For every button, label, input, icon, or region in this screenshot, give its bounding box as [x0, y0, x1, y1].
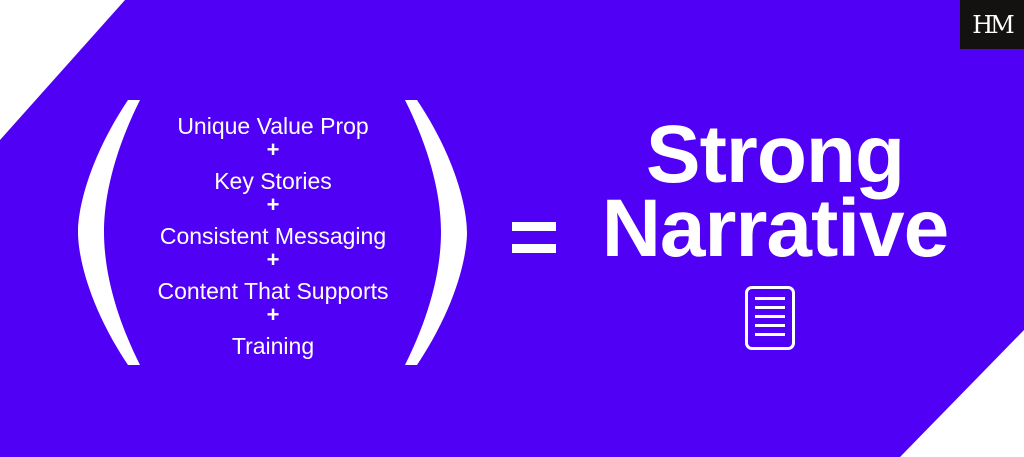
result-title: Strong Narrative [590, 109, 960, 274]
component-training: Training [231, 333, 315, 359]
plus-sign: + [266, 302, 280, 327]
plus-sign: + [266, 137, 280, 162]
component-unique-value-prop: Unique Value Prop [177, 113, 369, 139]
plus-sign: + [266, 192, 280, 217]
component-consistent-messaging: Consistent Messaging [159, 223, 387, 249]
plus-sign: + [266, 247, 280, 272]
equation-components: Unique Value Prop + Key Stories + Consis… [123, 113, 423, 360]
right-parenthesis [405, 100, 467, 365]
result-line-1: Strong [645, 109, 905, 200]
document-icon [745, 286, 795, 350]
left-parenthesis [78, 100, 140, 365]
component-content-that-supports: Content That Supports [157, 278, 389, 304]
result-line-2: Narrative [601, 183, 950, 274]
equals-sign [512, 222, 556, 266]
component-key-stories: Key Stories [214, 168, 332, 194]
hm-logo: HM [960, 0, 1024, 49]
